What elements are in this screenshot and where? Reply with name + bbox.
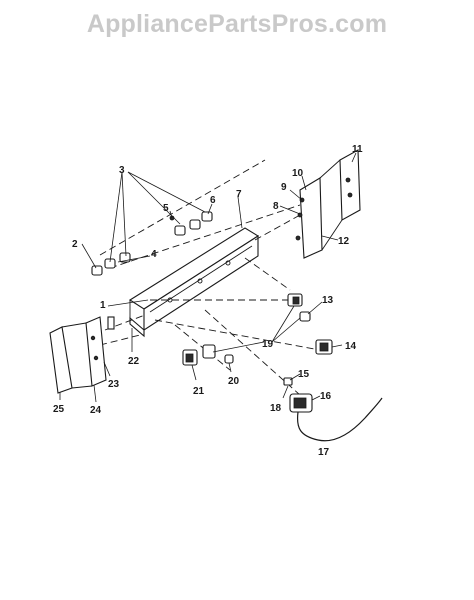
callout-4: 4 xyxy=(151,249,157,260)
callout-labels: 1 2 3 4 5 6 7 8 9 10 11 12 13 14 15 16 1… xyxy=(53,144,363,458)
right-switches xyxy=(287,293,333,355)
callout-11: 11 xyxy=(352,144,363,155)
leader-lines xyxy=(59,152,357,403)
callout-8: 8 xyxy=(273,201,279,212)
callout-7: 7 xyxy=(236,189,242,200)
callout-12: 12 xyxy=(338,236,350,247)
callout-16: 16 xyxy=(320,391,332,402)
control-panel-bar xyxy=(128,227,260,338)
callout-6: 6 xyxy=(210,195,216,206)
callout-21: 21 xyxy=(193,386,205,397)
callout-1: 1 xyxy=(100,300,106,311)
callout-17: 17 xyxy=(318,447,330,458)
callout-22: 22 xyxy=(128,356,140,367)
left-end-bracket xyxy=(49,316,115,394)
callout-13: 13 xyxy=(322,295,334,306)
callout-5: 5 xyxy=(163,203,169,214)
callout-25: 25 xyxy=(53,404,65,415)
watermark-logo: AppliancePartsPros.com xyxy=(86,10,388,38)
callout-23: 23 xyxy=(108,379,120,390)
callout-3: 3 xyxy=(119,165,125,176)
callout-19: 19 xyxy=(262,339,274,350)
right-end-bracket xyxy=(295,149,361,259)
callout-15: 15 xyxy=(298,369,310,380)
callout-10: 10 xyxy=(292,168,304,179)
callout-18: 18 xyxy=(270,403,282,414)
callout-24: 24 xyxy=(90,405,102,416)
callout-9: 9 xyxy=(281,182,287,193)
callout-14: 14 xyxy=(345,341,357,352)
callout-20: 20 xyxy=(228,376,240,387)
callout-2: 2 xyxy=(72,239,78,250)
knob-bushings xyxy=(91,211,213,276)
wire-lead xyxy=(296,397,383,442)
